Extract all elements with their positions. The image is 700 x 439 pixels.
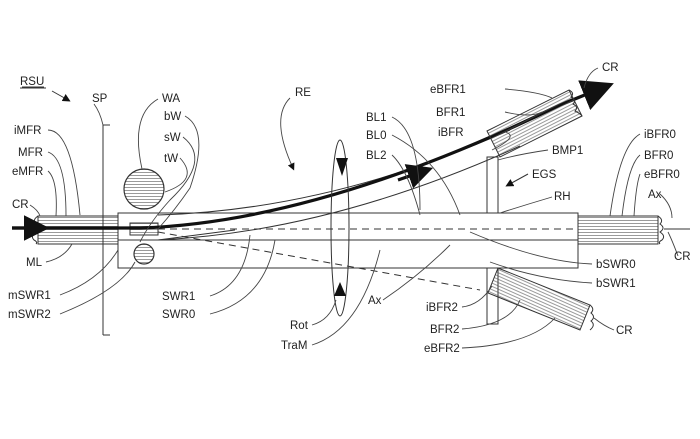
label-cr-top: CR xyxy=(602,62,619,74)
label-bl1: BL1 xyxy=(366,112,386,124)
rotation-marker xyxy=(331,140,349,316)
label-bw: bW xyxy=(164,111,181,123)
label-mfr: MFR xyxy=(18,147,43,159)
label-tw: tW xyxy=(164,153,178,165)
wheel-assembly xyxy=(124,169,164,264)
label-sw: sW xyxy=(164,132,181,144)
label-ax-mid: Ax xyxy=(368,295,382,307)
label-cr-left: CR xyxy=(12,199,29,211)
branch-fiber-ribbon-2 xyxy=(488,268,594,330)
light-path xyxy=(12,88,602,228)
label-swr1: SWR1 xyxy=(162,291,195,303)
label-ibfr: iBFR xyxy=(438,127,464,139)
label-sp: SP xyxy=(92,93,108,105)
label-ml: ML xyxy=(26,257,43,269)
label-rsu: RSU xyxy=(20,76,44,88)
label-ebfr2: eBFR2 xyxy=(424,343,460,355)
label-bfr1: BFR1 xyxy=(436,107,465,119)
label-rot: Rot xyxy=(290,320,309,332)
label-cr-right: CR xyxy=(674,251,691,263)
branch-fiber-ribbon-0 xyxy=(578,216,690,244)
label-egs: EGS xyxy=(532,169,557,181)
rsu-arrow xyxy=(22,87,68,100)
label-mswr2: mSWR2 xyxy=(8,309,51,321)
main-fiber-ribbon xyxy=(32,216,118,244)
label-bfr0: BFR0 xyxy=(644,150,673,162)
label-tram: TraM xyxy=(281,340,307,352)
label-rh: RH xyxy=(554,191,571,203)
label-ibfr2: iBFR2 xyxy=(426,302,458,314)
label-cr-bottom: CR xyxy=(616,325,633,337)
label-ibfr0: iBFR0 xyxy=(644,129,676,141)
label-imfr: iMFR xyxy=(14,125,41,137)
label-emfr: eMFR xyxy=(12,166,43,178)
label-bl2: BL2 xyxy=(366,150,386,162)
label-wa: WA xyxy=(162,93,180,105)
label-bmp1: BMP1 xyxy=(552,145,583,157)
label-ebfr0: eBFR0 xyxy=(644,169,680,181)
label-bswr1: bSWR1 xyxy=(596,278,636,290)
label-re: RE xyxy=(295,87,311,99)
label-bfr2: BFR2 xyxy=(430,324,459,336)
label-bl0: BL0 xyxy=(366,130,386,142)
label-bswr0: bSWR0 xyxy=(596,259,636,271)
label-ax-right: Ax xyxy=(648,189,662,201)
label-swr0: SWR0 xyxy=(162,309,195,321)
egs-arrow xyxy=(508,174,528,185)
label-mswr1: mSWR1 xyxy=(8,290,51,302)
label-ebfr1: eBFR1 xyxy=(430,84,466,96)
